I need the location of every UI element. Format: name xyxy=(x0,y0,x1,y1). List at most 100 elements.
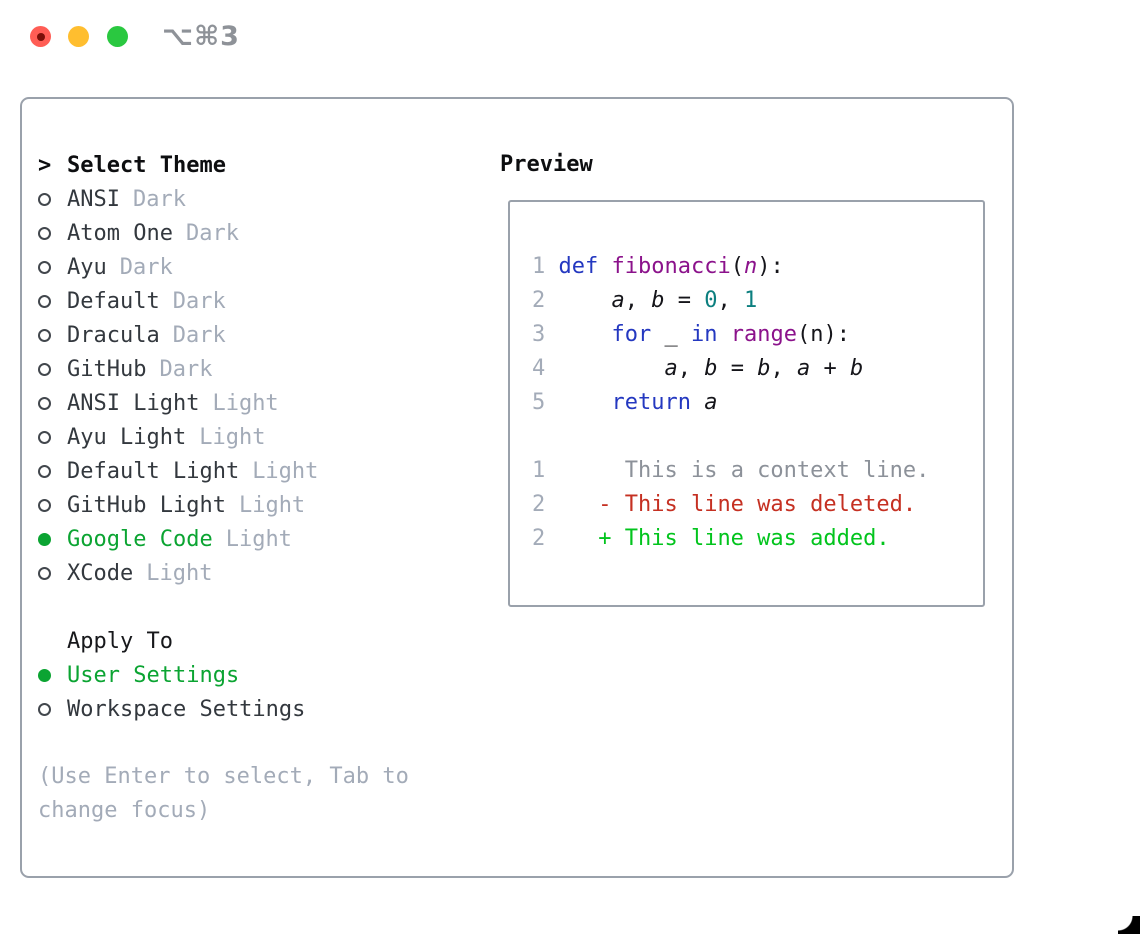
code-token: for xyxy=(611,322,652,347)
code-token: 2 xyxy=(532,526,546,551)
apply-option-user-settings[interactable]: User Settings xyxy=(38,658,409,692)
code-token xyxy=(559,356,665,381)
code-token: , xyxy=(717,288,744,313)
theme-option-github-light[interactable]: GitHub Light Light xyxy=(38,488,409,522)
spacer xyxy=(38,726,409,760)
code-token: 1 xyxy=(532,458,546,483)
option-label: Atom One xyxy=(67,220,173,246)
theme-option-ansi[interactable]: ANSI Dark xyxy=(38,182,409,216)
radio-unselected-icon xyxy=(38,226,67,240)
code-token xyxy=(545,526,598,551)
preview-line: 2 + This line was added. xyxy=(532,522,983,556)
code-token xyxy=(545,458,624,483)
option-label: Dracula xyxy=(67,322,160,348)
option-variant-label: Light xyxy=(212,390,279,416)
close-button[interactable] xyxy=(30,26,51,47)
code-token: ): xyxy=(757,254,784,279)
option-variant-label: Light xyxy=(146,560,213,586)
theme-option-ansi-light[interactable]: ANSI Light Light xyxy=(38,386,409,420)
preview-line: 5 return a xyxy=(532,386,983,420)
code-token: = xyxy=(717,356,758,381)
option-variant-label: Dark xyxy=(172,288,226,314)
option-label: GitHub Light xyxy=(67,492,226,518)
option-variant-label: Light xyxy=(225,526,292,552)
option-label: Workspace Settings xyxy=(67,696,306,722)
code-token: return xyxy=(611,390,691,415)
option-variant-label: Dark xyxy=(119,254,173,280)
code-token: b xyxy=(849,356,864,381)
code-token: fibonacci xyxy=(611,254,731,279)
option-label: Google Code xyxy=(67,526,213,552)
code-token: 0 xyxy=(704,288,718,313)
help-line: (Use Enter to select, Tab to xyxy=(38,764,409,789)
theme-option-xcode[interactable]: XCode Light xyxy=(38,556,409,590)
option-variant-label: Light xyxy=(238,492,306,518)
option-variant-label: Dark xyxy=(132,186,186,212)
option-label: User Settings xyxy=(67,662,240,688)
theme-option-google-code[interactable]: Google Code Light xyxy=(38,522,409,556)
option-label: GitHub xyxy=(67,356,147,382)
code-token xyxy=(545,492,598,517)
code-token: a xyxy=(704,390,718,415)
radio-unselected-icon xyxy=(38,396,67,410)
code-token: 4 xyxy=(532,356,559,381)
code-token xyxy=(559,288,612,313)
apply-to-title: Apply To xyxy=(67,628,173,654)
code-token: , xyxy=(677,356,705,381)
radio-unselected-icon xyxy=(38,192,67,206)
code-token xyxy=(691,390,704,415)
minimize-button[interactable] xyxy=(68,26,89,47)
help-line: change focus) xyxy=(38,798,211,823)
radio-selected-icon xyxy=(38,668,67,682)
radio-unselected-icon xyxy=(38,294,67,308)
window-title-shortcut: ⌥⌘3 xyxy=(162,21,240,52)
option-variant-label: Light xyxy=(252,458,319,484)
radio-unselected-icon xyxy=(38,362,67,376)
code-token: b xyxy=(651,288,665,313)
code-token: This is a context line. xyxy=(624,458,930,483)
preview-line: 2 a, b = 0, 1 xyxy=(532,284,983,318)
theme-list-header: > Select Theme xyxy=(38,148,409,182)
code-token xyxy=(598,254,611,279)
code-token: b xyxy=(704,356,718,381)
code-token: - This line was deleted. xyxy=(598,492,917,517)
code-token: (n): xyxy=(796,322,850,347)
code-token: + This line was added. xyxy=(598,526,890,551)
code-token xyxy=(559,322,612,347)
code-token: 1 xyxy=(532,254,559,279)
option-variant-label: Dark xyxy=(185,220,239,246)
preview-line: 1 This is a context line. xyxy=(532,454,983,488)
code-token: + xyxy=(810,356,850,381)
radio-unselected-icon xyxy=(38,498,67,512)
theme-option-dracula[interactable]: Dracula Dark xyxy=(38,318,409,352)
radio-unselected-icon xyxy=(38,464,67,478)
option-label: XCode xyxy=(67,560,134,586)
preview-title: Preview xyxy=(500,152,593,177)
option-label: ANSI xyxy=(67,186,120,212)
radio-unselected-icon xyxy=(38,566,67,580)
theme-option-ayu[interactable]: Ayu Dark xyxy=(38,250,409,284)
code-token xyxy=(717,322,730,347)
option-label: ANSI Light xyxy=(67,390,200,416)
code-token: 2 xyxy=(532,288,559,313)
option-label: Ayu xyxy=(67,254,107,280)
apply-to-header: Apply To xyxy=(38,624,409,658)
code-token: a xyxy=(796,356,811,381)
apply-option-workspace-settings[interactable]: Workspace Settings xyxy=(38,692,409,726)
code-token: 3 xyxy=(532,322,559,347)
theme-option-atom-one[interactable]: Atom One Dark xyxy=(38,216,409,250)
radio-unselected-icon xyxy=(38,702,67,716)
code-token: ( xyxy=(730,254,744,279)
option-variant-label: Dark xyxy=(172,322,226,348)
zoom-button[interactable] xyxy=(107,26,128,47)
radio-selected-icon xyxy=(38,532,67,546)
